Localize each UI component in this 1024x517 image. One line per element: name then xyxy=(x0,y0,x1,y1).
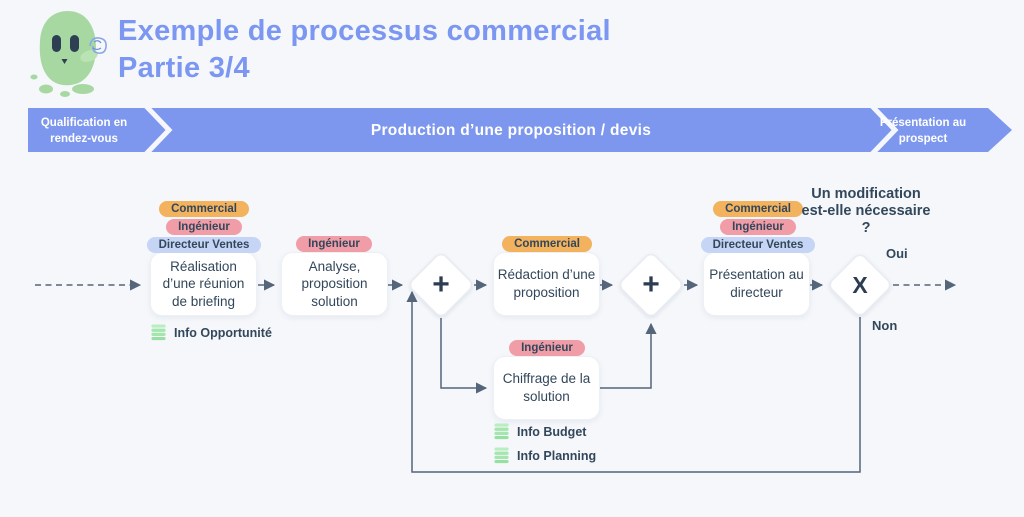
tag-directeur-ventes: Directeur Ventes xyxy=(700,237,816,253)
tags-presentation: Commercial Ingénieur Directeur Ventes xyxy=(688,201,828,253)
tags-chiffrage: Ingénieur xyxy=(477,340,617,356)
tag-ingenieur: Ingénieur xyxy=(166,219,242,235)
gateway-parallel-2-symbol: + xyxy=(642,268,660,301)
page-title: Exemple de processus commercial Partie 3… xyxy=(118,13,611,87)
tag-ingenieur: Ingénieur xyxy=(509,340,585,356)
stage-production: Production d’une proposition / devis xyxy=(370,122,652,139)
gateway-exclusive-symbol: X xyxy=(852,272,868,298)
artifact-label: Info Planning xyxy=(517,448,597,463)
page-title-line2: Partie 3/4 xyxy=(118,52,250,85)
gateway-parallel-1-shape xyxy=(409,253,473,317)
stage-qualification: Qualification en rendez-vous xyxy=(40,117,128,145)
task-redaction: Rédaction d’une proposition xyxy=(493,252,600,316)
branch-non-label: Non xyxy=(872,318,898,333)
artifacts-chiffrage: Info Budget Info Planning xyxy=(493,423,596,464)
tag-commercial: Commercial xyxy=(502,236,592,252)
stage-presentation: Présentation au prospect xyxy=(879,117,967,145)
task-chiffrage: Chiffrage de la solution xyxy=(493,356,600,420)
database-icon xyxy=(151,324,166,341)
tags-briefing: Commercial Ingénieur Directeur Ventes xyxy=(134,201,274,253)
connector-loop-non xyxy=(406,290,861,473)
tag-ingenieur: Ingénieur xyxy=(720,219,796,235)
task-briefing: Réalisation d’une réunion de briefing xyxy=(150,252,257,316)
task-analyse: Analyse, proposition solution xyxy=(281,252,388,316)
tag-directeur-ventes: Directeur Ventes xyxy=(146,237,262,253)
artifact-info-opportunite: Info Opportunité xyxy=(150,324,272,341)
mascot-ghost-icon xyxy=(30,11,107,97)
branch-oui-label: Oui xyxy=(886,246,908,261)
gateway-parallel-2-shape xyxy=(619,253,683,317)
artifact-label: Info Opportunité xyxy=(174,325,272,340)
gateway-exclusive-shape xyxy=(829,254,891,316)
gateway-parallel-1-symbol: + xyxy=(432,268,450,301)
connector-gateway1-chiffrage xyxy=(440,318,488,394)
decision-question: Un modification est-elle nécessaire ? xyxy=(801,186,931,237)
tags-redaction: Commercial xyxy=(477,236,617,252)
database-icon xyxy=(494,423,509,440)
artifact-info-planning: Info Planning xyxy=(493,447,596,464)
artifact-info-budget: Info Budget xyxy=(493,423,596,440)
page-title-line1: Exemple de processus commercial xyxy=(118,15,611,47)
task-presentation: Présentation au directeur xyxy=(703,252,810,316)
stage-banner xyxy=(28,108,1012,152)
database-icon xyxy=(494,447,509,464)
connector-chiffrage-gateway2 xyxy=(600,322,657,389)
tags-analyse: Ingénieur xyxy=(264,236,404,252)
artifact-label: Info Budget xyxy=(517,424,587,439)
tag-commercial: Commercial xyxy=(159,201,249,217)
tag-commercial: Commercial xyxy=(713,201,803,217)
tag-ingenieur: Ingénieur xyxy=(296,236,372,252)
